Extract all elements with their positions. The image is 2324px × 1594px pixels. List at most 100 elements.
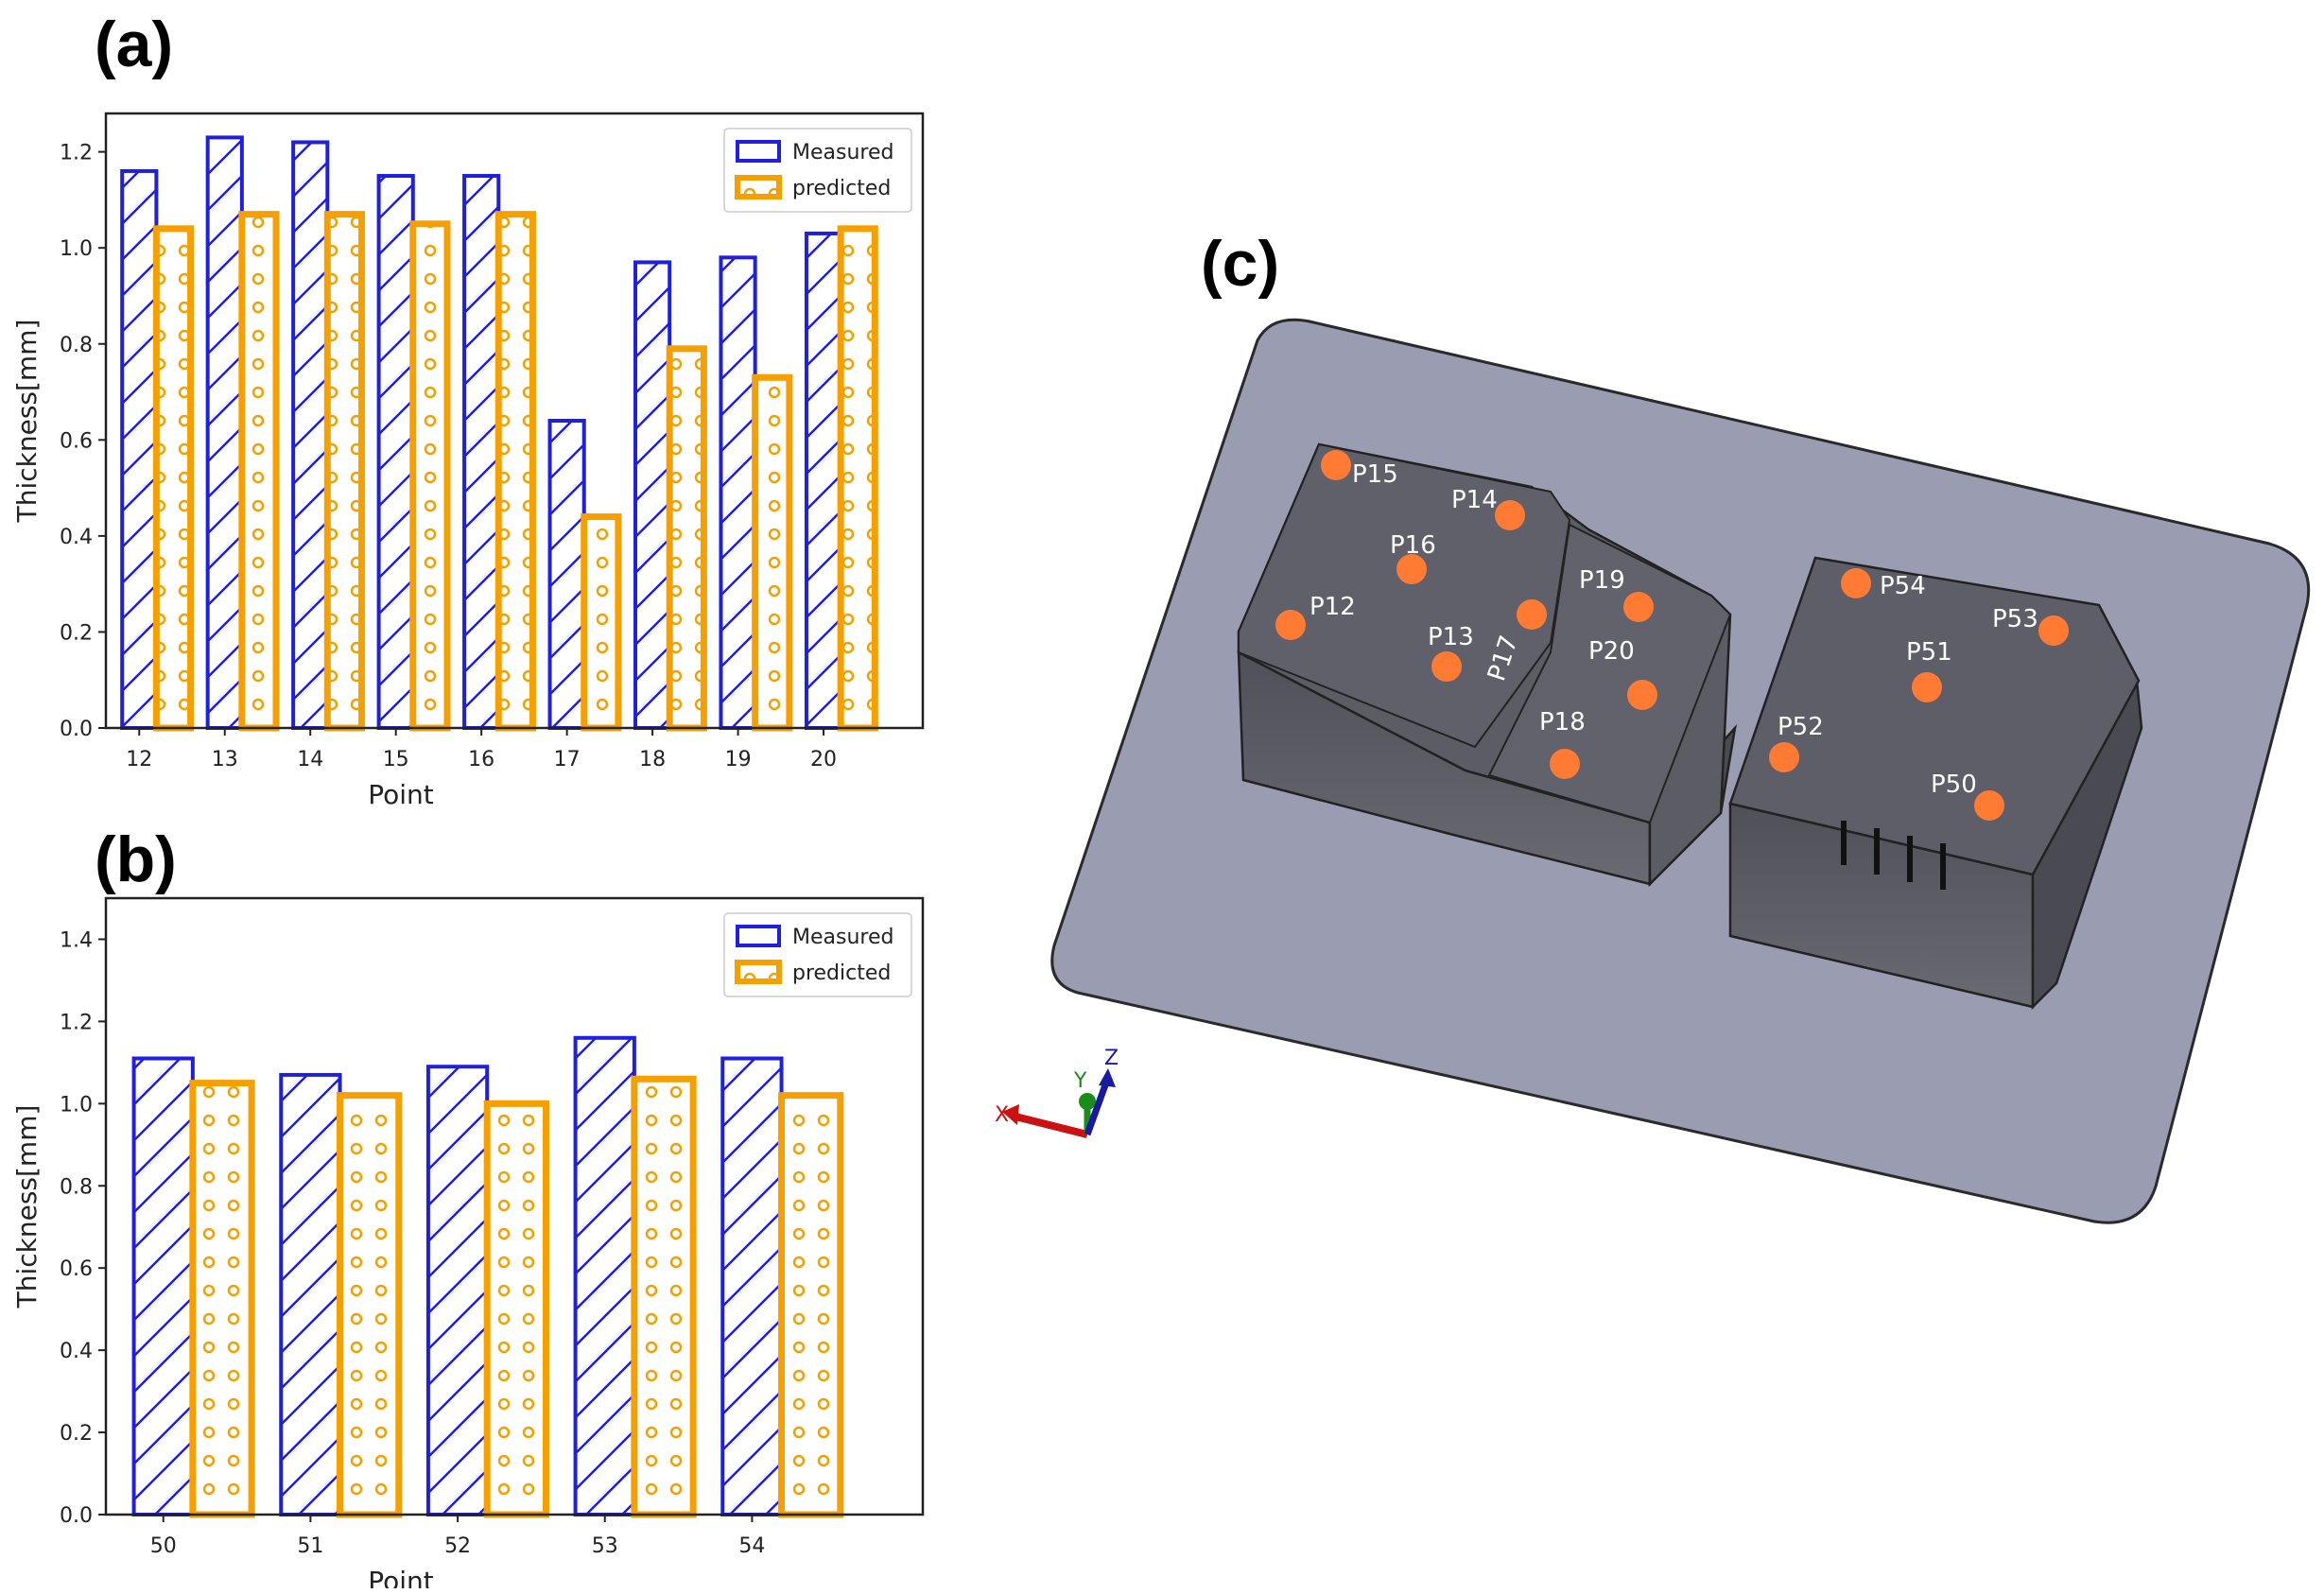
point-label-p19: P19 bbox=[1579, 566, 1625, 595]
bar-measured-50 bbox=[131, 1056, 195, 1517]
point-marker-p12 bbox=[1275, 610, 1306, 640]
y-tick-label: 0.0 bbox=[60, 718, 93, 741]
legend-swatch-predicted bbox=[735, 175, 782, 199]
y-axis-label: Thickness[mm] bbox=[11, 320, 43, 524]
x-tick-label: 13 bbox=[212, 748, 238, 771]
point-marker-p18 bbox=[1550, 749, 1580, 779]
bar-measured-53 bbox=[573, 1035, 636, 1517]
y-tick-label: 0.8 bbox=[60, 1175, 93, 1199]
point-label-p12: P12 bbox=[1309, 593, 1356, 621]
panel-label-a: (a) bbox=[95, 9, 174, 80]
y-tick-label: 0.2 bbox=[60, 1422, 93, 1446]
bar-predicted-53 bbox=[631, 1075, 697, 1518]
point-marker-p53 bbox=[2038, 615, 2069, 646]
y-tick-label: 0.0 bbox=[60, 1504, 93, 1528]
axis-x-label: X bbox=[995, 1103, 1009, 1127]
bar-predicted-54 bbox=[778, 1092, 844, 1518]
plot-frame bbox=[104, 112, 925, 730]
bar-measured-13 bbox=[205, 135, 244, 730]
point-label-p15: P15 bbox=[1352, 460, 1398, 489]
bar-predicted-14 bbox=[323, 211, 366, 732]
point-label-p51: P51 bbox=[1906, 638, 1952, 667]
point-marker-p15 bbox=[1321, 450, 1351, 480]
bar-measured-51 bbox=[279, 1072, 342, 1516]
legend-label-predicted: predicted bbox=[792, 962, 891, 985]
point-label-p13: P13 bbox=[1428, 623, 1474, 651]
point-marker-p17 bbox=[1517, 599, 1547, 630]
point-marker-p16 bbox=[1396, 554, 1427, 584]
y-tick-label: 0.6 bbox=[60, 429, 93, 453]
y-tick-label: 1.2 bbox=[60, 1011, 93, 1034]
axis-y-label: Y bbox=[1073, 1069, 1087, 1093]
x-tick-label: 17 bbox=[554, 748, 581, 771]
bar-predicted-17 bbox=[581, 513, 622, 732]
y-tick-label: 1.0 bbox=[60, 1093, 93, 1117]
bar-predicted-50 bbox=[189, 1080, 255, 1518]
point-label-p53: P53 bbox=[1992, 605, 2038, 633]
y-tick-label: 0.4 bbox=[60, 1340, 93, 1363]
point-label-p16: P16 bbox=[1390, 531, 1436, 560]
bar-measured-54 bbox=[720, 1056, 784, 1517]
point-marker-p51 bbox=[1912, 672, 1942, 702]
y-tick-label: 0.6 bbox=[60, 1257, 93, 1281]
bar-predicted-13 bbox=[238, 211, 280, 732]
bar-measured-14 bbox=[291, 140, 330, 730]
point-marker-p14 bbox=[1495, 500, 1525, 530]
x-tick-label: 18 bbox=[639, 748, 666, 771]
y-tick-label: 1.2 bbox=[60, 142, 93, 165]
legend-swatch-predicted bbox=[735, 960, 782, 984]
x-tick-label: 52 bbox=[444, 1534, 471, 1558]
bar-predicted-52 bbox=[483, 1100, 549, 1518]
bar-measured-52 bbox=[425, 1065, 490, 1516]
y-tick-label: 0.8 bbox=[60, 334, 93, 357]
bar-predicted-12 bbox=[152, 225, 195, 732]
point-marker-p50 bbox=[1974, 790, 2004, 821]
x-tick-label: 54 bbox=[738, 1534, 765, 1558]
bar-measured-15 bbox=[376, 174, 415, 730]
point-marker-p13 bbox=[1431, 651, 1462, 682]
y-tick-label: 1.4 bbox=[60, 928, 93, 952]
bar-predicted-20 bbox=[837, 225, 878, 732]
y-tick-label: 0.4 bbox=[60, 526, 93, 549]
panel-label-b: (b) bbox=[95, 823, 177, 895]
bar-predicted-51 bbox=[337, 1092, 403, 1518]
x-tick-label: 53 bbox=[592, 1534, 618, 1558]
legend-swatch-measured bbox=[736, 140, 781, 163]
x-tick-label: 12 bbox=[126, 748, 152, 771]
axis-triad: X Y Z bbox=[995, 1047, 1119, 1138]
x-tick-label: 20 bbox=[810, 748, 837, 771]
left-box bbox=[1237, 442, 1737, 888]
bar-measured-18 bbox=[633, 260, 672, 730]
right-box bbox=[1728, 556, 2143, 1011]
point-label-p52: P52 bbox=[1778, 713, 1824, 741]
point-label-p50: P50 bbox=[1931, 771, 1977, 799]
legend-label-measured: Measured bbox=[792, 926, 893, 949]
bar-predicted-15 bbox=[409, 220, 451, 732]
bar-measured-17 bbox=[547, 419, 586, 730]
bar-measured-20 bbox=[804, 231, 843, 730]
point-label-p54: P54 bbox=[1880, 572, 1926, 600]
point-label-p18: P18 bbox=[1539, 708, 1586, 736]
x-tick-label: 51 bbox=[297, 1534, 323, 1558]
point-label-p20: P20 bbox=[1588, 637, 1635, 666]
bar-predicted-18 bbox=[666, 345, 707, 732]
legend-swatch-measured bbox=[736, 925, 781, 947]
x-tick-label: 15 bbox=[383, 748, 409, 771]
x-tick-label: 14 bbox=[297, 748, 323, 771]
legend-label-measured: Measured bbox=[792, 141, 893, 165]
y-tick-label: 1.0 bbox=[60, 237, 93, 261]
x-tick-label: 50 bbox=[150, 1534, 177, 1558]
x-tick-label: 19 bbox=[725, 748, 752, 771]
bar-measured-19 bbox=[719, 255, 757, 730]
plot-frame bbox=[104, 896, 925, 1516]
y-axis-label: Thickness[mm] bbox=[11, 1105, 43, 1309]
x-axis-label: Point bbox=[368, 779, 434, 810]
point-marker-p52 bbox=[1769, 742, 1799, 772]
y-tick-label: 0.2 bbox=[60, 621, 93, 645]
point-marker-p19 bbox=[1623, 592, 1654, 622]
point-marker-p54 bbox=[1841, 568, 1871, 598]
